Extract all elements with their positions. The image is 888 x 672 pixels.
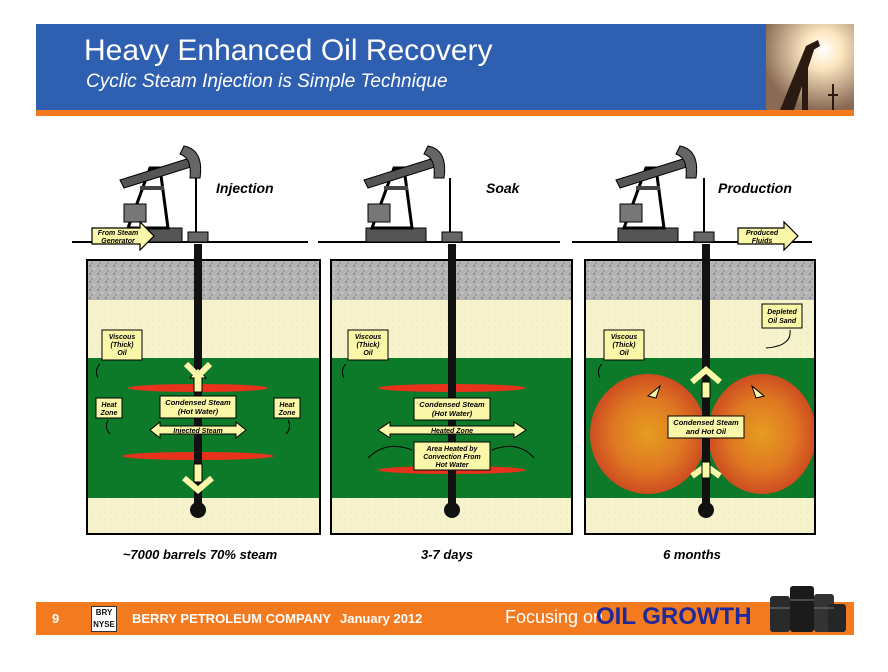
company-logo: BRY NYSE: [91, 606, 117, 632]
viscous-oil-box-1: [101, 329, 143, 361]
logo-line1: BRY: [95, 608, 113, 617]
viscous-oil-box-2: [347, 329, 389, 361]
condensed-steam-box-3: [667, 415, 745, 439]
cyclic-steam-diagram: From Steam Generator Injection Injected …: [72, 145, 816, 562]
steam-generator-arrow: [91, 220, 155, 252]
heated-zone-label: Heated Zone: [431, 428, 473, 435]
heat-zone-right-line1: Heat: [279, 402, 295, 409]
panel-production: Produced Fluids Production Condensed Ste…: [572, 145, 816, 562]
pump-jack-3: [615, 145, 715, 243]
condensed-label-2-line1: Condensed Steam: [419, 400, 485, 409]
pump-jack-2: [363, 145, 463, 243]
heat-zone-box-left: [95, 397, 123, 419]
depleted-line1: Depleted: [767, 309, 797, 316]
caption-production: 6 months: [663, 547, 721, 562]
viscous-oil-box-3: [603, 329, 645, 361]
oil-growth-text: OIL GROWTH: [596, 603, 752, 630]
focusing-text: Focusing on: [505, 607, 604, 627]
header-banner: [36, 24, 854, 110]
page-number: 9: [52, 611, 60, 626]
phase-label-production: Production: [718, 180, 792, 196]
viscous-3-line2: (Thick): [613, 342, 637, 349]
viscous-1-line2: (Thick): [111, 342, 135, 349]
wellbore-3: [702, 244, 710, 508]
condensed-label-3-line2: and Hot Oil: [686, 427, 727, 436]
wellbore-2: [448, 244, 456, 508]
company-name: BERRY PETROLEUM COMPANY: [132, 611, 332, 626]
viscous-3-line1: Viscous: [611, 334, 638, 341]
convection-line2: Convection From: [423, 454, 481, 461]
footer-bar: [36, 602, 854, 635]
depleted-line2: Oil Sand: [768, 318, 797, 325]
phase-label-soak: Soak: [486, 180, 521, 196]
produced-fluids-arrow: [737, 220, 799, 252]
viscous-1-line1: Viscous: [109, 334, 136, 341]
viscous-3-line3: Oil: [619, 350, 629, 357]
panel-injection: From Steam Generator Injection Injected …: [72, 145, 321, 562]
condensed-label-2-line2: (Hot Water): [432, 409, 473, 418]
viscous-2-line1: Viscous: [355, 334, 382, 341]
earth-cross-section-3: [584, 259, 816, 535]
condensed-label-1-line2: (Hot Water): [178, 407, 219, 416]
viscous-1-line3: Oil: [117, 350, 127, 357]
heat-zone-box-right: [273, 397, 301, 419]
oil-derrick-photo: [766, 24, 854, 110]
depleted-oil-box: [761, 303, 803, 329]
produced-line1: Produced: [746, 230, 779, 237]
slide-title: Heavy Enhanced Oil Recovery: [84, 34, 493, 67]
earth-cross-section-1: [86, 259, 321, 535]
condensed-steam-box-1: [159, 395, 237, 419]
phase-label-injection: Injection: [216, 180, 274, 196]
caption-soak: 3-7 days: [421, 547, 473, 562]
condensed-label-3-line1: Condensed Steam: [673, 418, 739, 427]
surface-arrow-line2: Generator: [101, 238, 136, 245]
heat-zone-left-line2: Zone: [100, 410, 118, 417]
heat-zone-left-line1: Heat: [101, 402, 117, 409]
viscous-2-line2: (Thick): [357, 342, 381, 349]
logo-line2: NYSE: [93, 620, 115, 629]
heat-zone-right-line2: Zone: [278, 410, 296, 417]
condensed-label-1-line1: Condensed Steam: [165, 398, 231, 407]
header-divider: [36, 110, 854, 116]
panel-soak: Soak Condensed Steam (Hot Water) Heated …: [318, 145, 573, 562]
convection-box: [413, 441, 491, 471]
presentation-date: January 2012: [340, 611, 423, 626]
oil-barrels-icon: [770, 586, 846, 632]
surface-arrow-line1: From Steam: [98, 230, 138, 237]
caption-injection: ~7000 barrels 70% steam: [123, 547, 278, 562]
heated-zone-arrow: [377, 421, 527, 439]
condensed-steam-box-2: [413, 397, 491, 421]
convection-line3: Hot Water: [436, 462, 470, 469]
injected-steam-label: Injected Steam: [173, 428, 222, 435]
injected-steam-arrow: [149, 420, 247, 440]
convection-line1: Area Heated by: [426, 446, 479, 453]
slide-subtitle: Cyclic Steam Injection is Simple Techniq…: [86, 71, 448, 92]
viscous-2-line3: Oil: [363, 350, 373, 357]
produced-line2: Fluids: [752, 238, 773, 245]
